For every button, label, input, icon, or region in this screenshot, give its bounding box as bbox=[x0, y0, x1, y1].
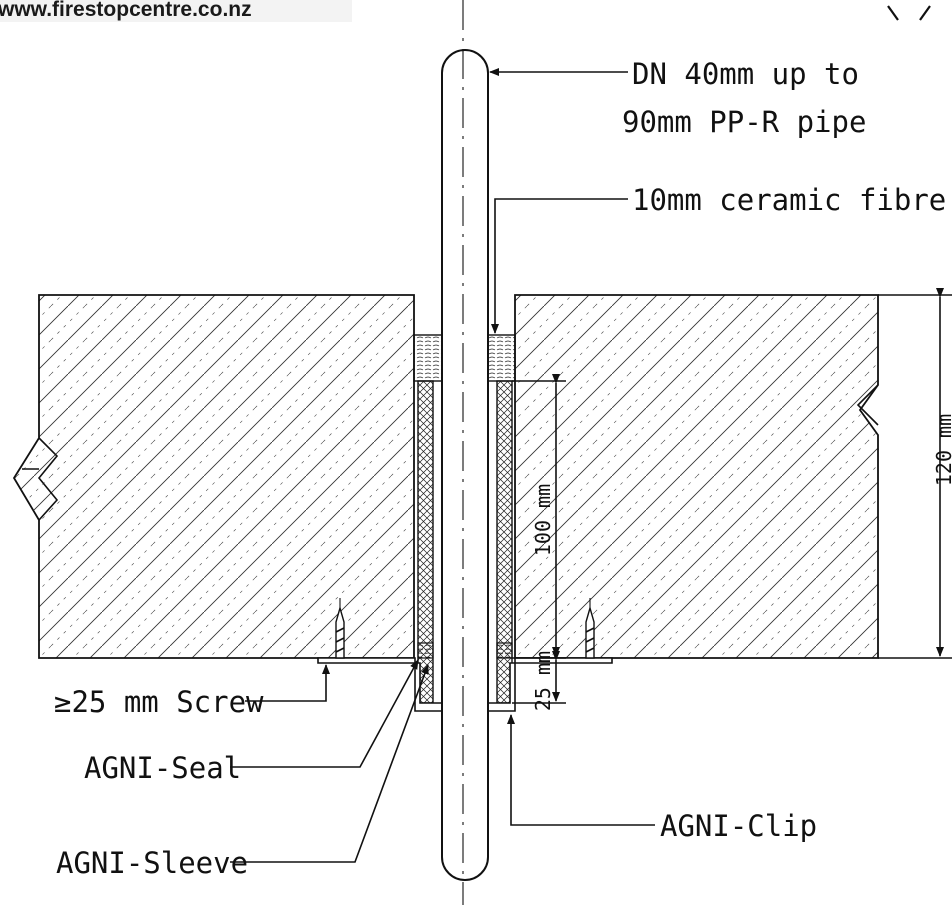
dimension-25mm bbox=[512, 651, 566, 704]
screw-left bbox=[335, 598, 345, 659]
pipe-label-line2: 90mm PP-R pipe bbox=[622, 105, 866, 139]
seal-label: AGNI-Seal bbox=[84, 751, 241, 785]
leader-sleeve bbox=[230, 664, 429, 863]
leader-clip bbox=[507, 714, 655, 826]
pp-r-pipe bbox=[441, 0, 489, 905]
website-url: www.firestopcentre.co.nz bbox=[0, 0, 252, 21]
dimension-120mm-label: 120 mm bbox=[932, 414, 952, 486]
dimension-25mm-label: 25 mm bbox=[531, 651, 555, 711]
ceramic-fibre-right bbox=[487, 334, 516, 382]
screw-label: ≥25 mm Screw bbox=[54, 685, 264, 719]
screw-right bbox=[585, 598, 595, 659]
leader-fibre bbox=[491, 198, 628, 334]
pipe-label-line1: DN 40mm up to bbox=[632, 57, 859, 91]
ceramic-fibre-left bbox=[413, 334, 443, 382]
cropped-mark-top-right bbox=[887, 5, 931, 21]
leader-screw bbox=[245, 664, 330, 702]
sleeve-label: AGNI-Sleeve bbox=[56, 846, 248, 880]
left-concrete-slab bbox=[12, 294, 415, 659]
website-banner bbox=[0, 0, 352, 22]
fibre-label: 10mm ceramic fibre bbox=[632, 183, 946, 217]
right-concrete-slab bbox=[514, 294, 952, 659]
dimension-100mm-label: 100 mm bbox=[531, 484, 555, 556]
clip-label: AGNI-Clip bbox=[660, 809, 817, 843]
leader-seal bbox=[230, 659, 419, 768]
agni-seal-left bbox=[417, 642, 434, 659]
agni-seal-right bbox=[496, 642, 513, 659]
